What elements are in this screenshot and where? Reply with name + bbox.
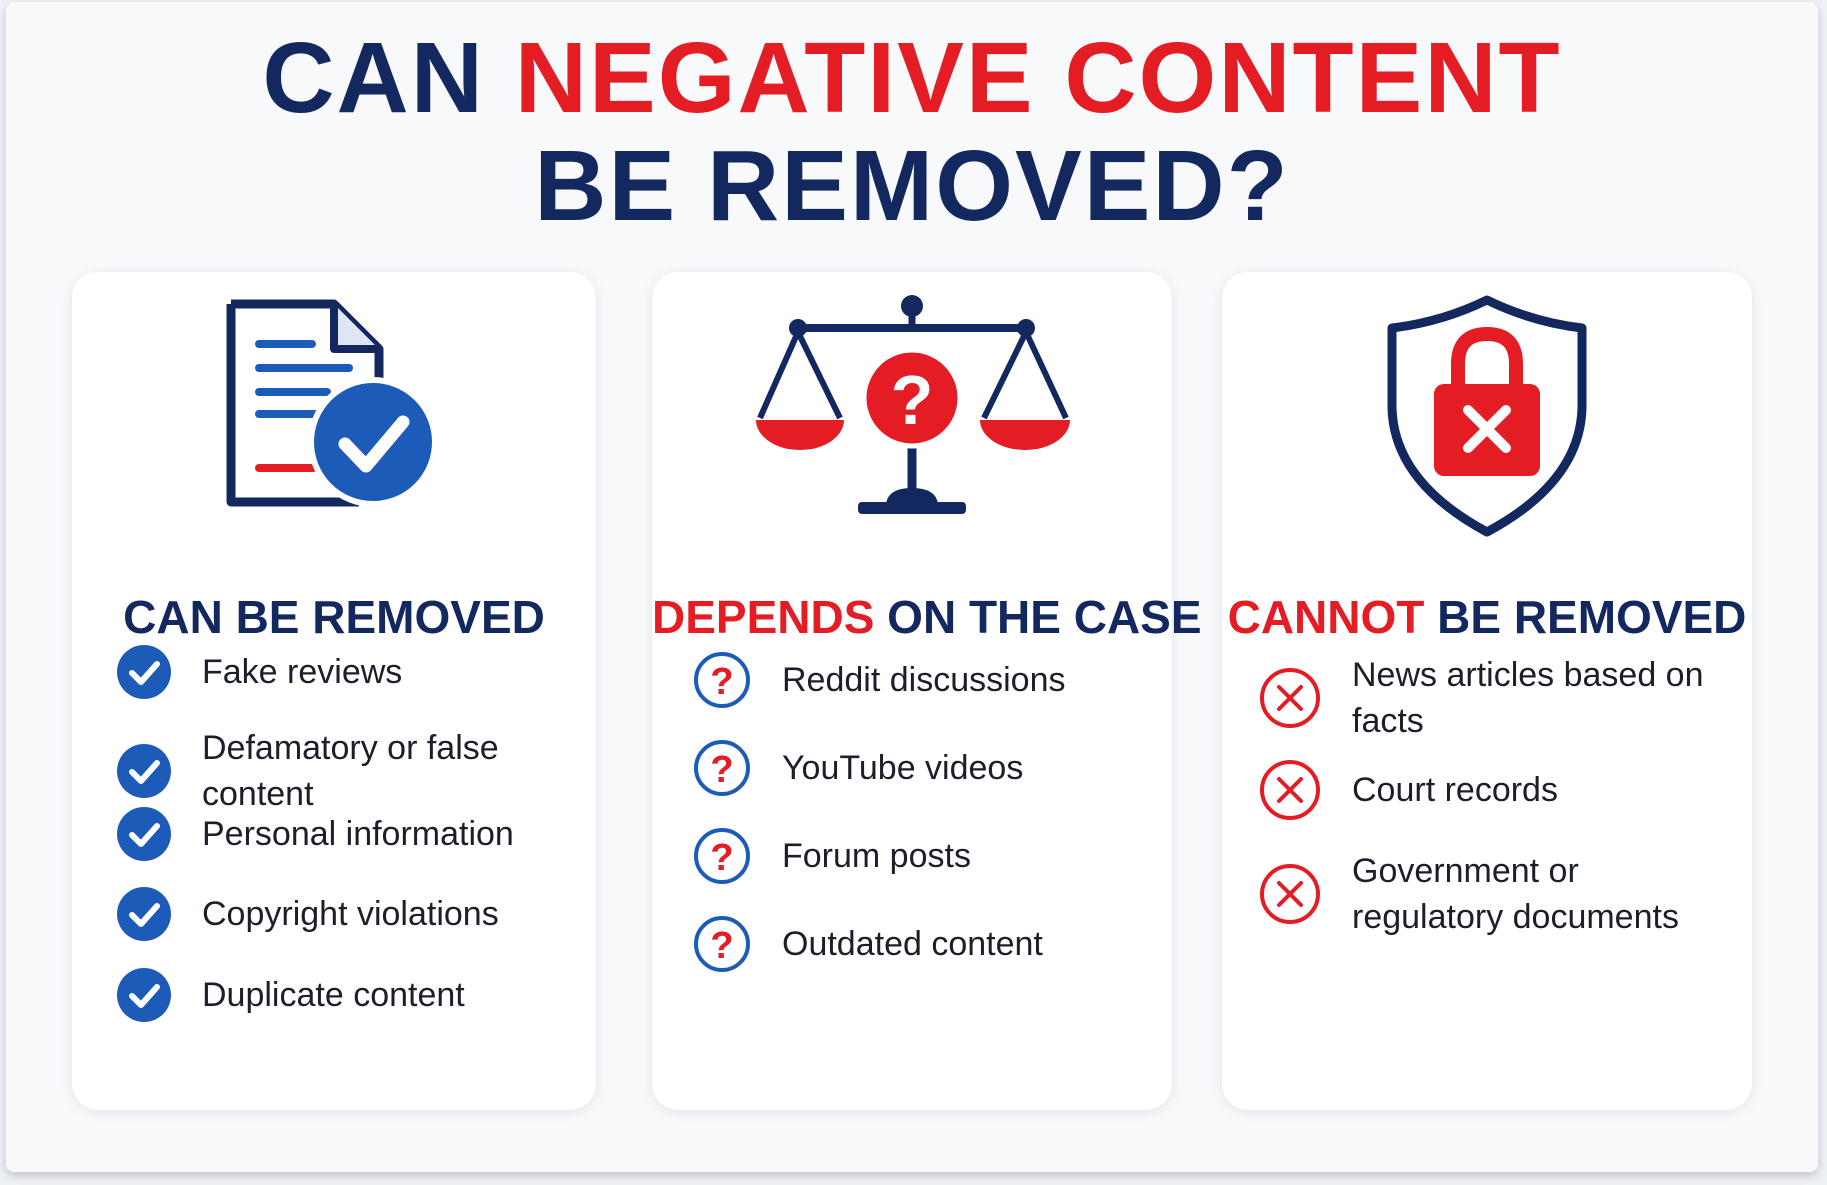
- list-item: Defamatory or false content: [116, 725, 596, 817]
- list-item: ? Reddit discussions: [692, 650, 1065, 710]
- list-item-label: regulatory documents: [1352, 898, 1679, 936]
- list-item: Fake reviews: [116, 644, 402, 700]
- card-heading-accent: CANNOT: [1227, 591, 1425, 643]
- list-item-label: Personal information: [202, 815, 514, 853]
- list-item: ? YouTube videos: [692, 738, 1023, 798]
- card-depends-on-case: ? DEPENDS ON THE CASE ? Reddit discussio…: [652, 272, 1202, 1110]
- card-heading-text: BE REMOVED: [1424, 591, 1747, 643]
- question-circle-icon: ?: [694, 652, 750, 708]
- list-item-label: YouTube videos: [782, 749, 1024, 787]
- card-cannot-be-removed: CANNOT BE REMOVED News articles based on…: [1222, 272, 1752, 1110]
- check-circle-icon: [117, 887, 171, 941]
- list-item: Duplicate content: [116, 967, 465, 1023]
- x-circle-icon: [1260, 760, 1320, 820]
- svg-text:?: ?: [710, 837, 733, 879]
- svg-text:?: ?: [891, 361, 934, 439]
- title-line-1: CAN NEGATIVE CONTENT: [6, 24, 1818, 132]
- svg-text:?: ?: [710, 749, 733, 791]
- svg-text:?: ?: [710, 925, 733, 967]
- list-item: Copyright violations: [116, 886, 499, 942]
- card-heading: CAN BE REMOVED: [72, 590, 596, 644]
- list-item: ? Forum posts: [692, 826, 971, 886]
- title-part-2: NEGATIVE CONTENT: [514, 22, 1562, 134]
- list-item-label: Copyright violations: [202, 895, 499, 933]
- list-item-label: News articles based on facts: [1352, 656, 1704, 740]
- list-item-label: Duplicate content: [202, 976, 465, 1014]
- scales-question-icon: ?: [652, 292, 1172, 542]
- shield-lock-x-icon: [1222, 292, 1752, 542]
- list-item-label: Fake reviews: [202, 653, 403, 691]
- list-item: ? Outdated content: [692, 914, 1043, 974]
- question-circle-icon: ?: [694, 740, 750, 796]
- question-circle-icon: ?: [694, 828, 750, 884]
- title-line-2: BE REMOVED?: [534, 130, 1290, 242]
- list-item-label: Court records: [1352, 771, 1558, 809]
- check-circle-icon: [117, 968, 171, 1022]
- list-item-label: Government or: [1352, 852, 1579, 890]
- card-heading-text: CAN BE REMOVED: [123, 591, 545, 643]
- card-heading-accent: DEPENDS: [652, 591, 875, 643]
- infographic-canvas: CAN NEGATIVE CONTENT BE REMOVED? CAN BE …: [6, 2, 1818, 1172]
- list-item-label: Defamatory or false content: [202, 729, 499, 813]
- list-item: News articles based on facts: [1258, 652, 1752, 744]
- list-item-label: Outdated content: [782, 925, 1043, 963]
- list-item-label-group: Government or regulatory documents: [1352, 848, 1679, 940]
- title-part-1: CAN: [262, 22, 485, 134]
- question-circle-icon: ?: [694, 916, 750, 972]
- list-item-label: Forum posts: [782, 837, 971, 875]
- page-title: CAN NEGATIVE CONTENT BE REMOVED?: [6, 24, 1818, 240]
- card-heading: CANNOT BE REMOVED: [1222, 590, 1752, 644]
- x-circle-icon: [1260, 864, 1320, 924]
- list-item: Court records: [1258, 758, 1558, 822]
- svg-text:?: ?: [710, 661, 733, 703]
- card-heading-text: ON THE CASE: [874, 591, 1202, 643]
- check-circle-icon: [117, 744, 171, 798]
- list-item: Government or regulatory documents: [1258, 848, 1679, 940]
- card-can-be-removed: CAN BE REMOVED Fake reviews Defamatory o…: [72, 272, 596, 1110]
- card-heading: DEPENDS ON THE CASE: [652, 590, 1202, 644]
- x-circle-icon: [1260, 668, 1320, 728]
- check-circle-icon: [117, 645, 171, 699]
- list-item: Personal information: [116, 806, 514, 862]
- check-circle-icon: [117, 807, 171, 861]
- list-item-label: Reddit discussions: [782, 661, 1066, 699]
- document-check-icon: [72, 292, 596, 542]
